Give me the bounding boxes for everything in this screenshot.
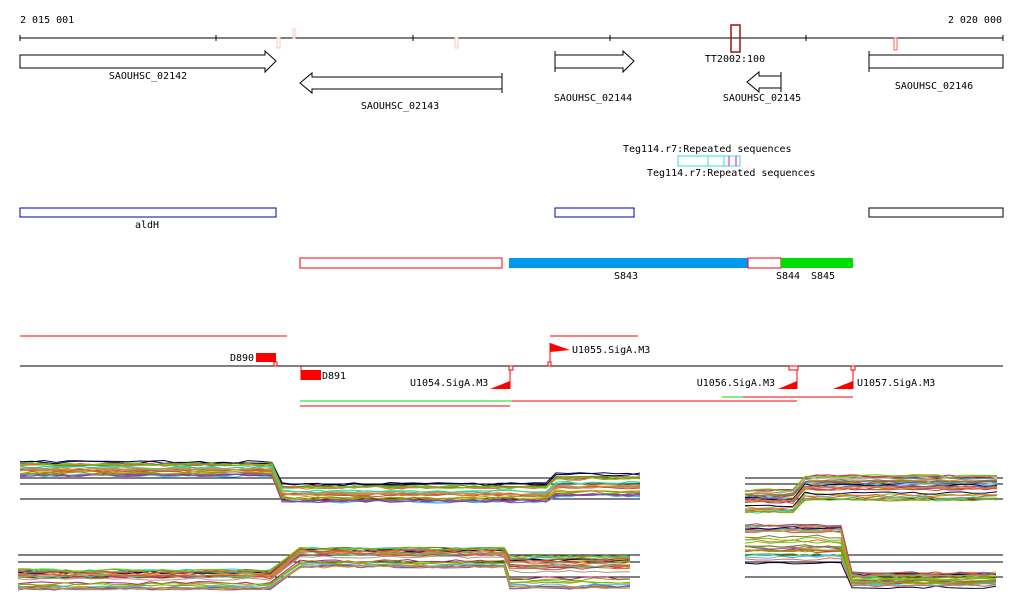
expression-profile-line bbox=[19, 470, 641, 501]
gene-track bbox=[19, 49, 1004, 95]
expression-profile-line bbox=[19, 467, 641, 497]
expression-profile-line bbox=[744, 540, 997, 582]
gene-label: SAOUHSC_02145 bbox=[723, 93, 801, 104]
expression-profiles bbox=[17, 459, 1003, 591]
expression-profile-line bbox=[19, 459, 641, 486]
expression-profile-line bbox=[744, 544, 997, 583]
expression-profile-line bbox=[17, 547, 631, 574]
operon-track bbox=[19, 207, 1004, 218]
expression-profile-line bbox=[744, 549, 997, 585]
expression-profile-line bbox=[17, 550, 631, 577]
segment-s844[interactable] bbox=[747, 257, 782, 269]
expression-profile-line bbox=[744, 537, 997, 580]
feature-marker[interactable] bbox=[292, 28, 296, 39]
operon-box[interactable] bbox=[554, 207, 635, 218]
expression-profile-line bbox=[744, 493, 998, 510]
gene-arrow-02142[interactable] bbox=[19, 49, 277, 74]
repeat-box[interactable] bbox=[677, 155, 741, 167]
terminator-box[interactable] bbox=[730, 24, 741, 53]
feature-marker[interactable] bbox=[276, 37, 281, 49]
expression-profile-line bbox=[17, 555, 631, 581]
expression-profile-line bbox=[744, 524, 997, 576]
expression-profile-line bbox=[744, 475, 998, 494]
expression-profile-line bbox=[17, 559, 631, 586]
expression-profile-line bbox=[19, 465, 641, 494]
repeat-track: Teg114.r7:Repeated sequences Teg114.r7:R… bbox=[623, 144, 816, 179]
feature-marker[interactable] bbox=[893, 37, 898, 51]
expression-profile-line bbox=[19, 471, 641, 501]
operon-box[interactable] bbox=[19, 207, 277, 218]
gene-label: SAOUHSC_02146 bbox=[895, 81, 973, 92]
expression-profile-line bbox=[17, 559, 631, 586]
promoter-d891[interactable] bbox=[301, 370, 321, 380]
gene-label: SAOUHSC_02143 bbox=[361, 101, 439, 112]
expression-profile-line bbox=[744, 474, 998, 492]
segment-label: S845 bbox=[811, 271, 835, 282]
ruler: 2 015 001 2 020 000 TT2002:100 bbox=[19, 15, 1004, 65]
expression-profile-line bbox=[744, 479, 998, 497]
ruler-start-label: 2 015 001 bbox=[20, 15, 74, 26]
segment-track: S843 S844 S845 bbox=[299, 257, 853, 282]
promoter-u1054[interactable] bbox=[490, 381, 510, 389]
segment-s845[interactable] bbox=[781, 258, 853, 268]
promoter-track: D890 D891 U1054.SigA.M3 U1055.SigA.M3 U1… bbox=[20, 335, 1003, 407]
expression-profile-line bbox=[18, 546, 631, 573]
gene-label: SAOUHSC_02142 bbox=[109, 71, 187, 82]
promoter-label: U1057.SigA.M3 bbox=[857, 378, 935, 389]
gene-label: SAOUHSC_02144 bbox=[554, 93, 632, 104]
promoter-u1056[interactable] bbox=[778, 381, 797, 389]
gene-arrow-02144[interactable] bbox=[554, 49, 635, 74]
repeat-label-overlap: Teg114.r7:Repeated sequences bbox=[623, 144, 792, 155]
gene-arrow-02143[interactable] bbox=[299, 71, 503, 95]
expression-profile-line bbox=[17, 564, 630, 591]
segment-s843[interactable] bbox=[509, 258, 748, 268]
expression-profile-line bbox=[19, 472, 641, 503]
segment-box[interactable] bbox=[299, 257, 503, 269]
segment-label: S844 bbox=[776, 271, 800, 282]
promoter-label: U1055.SigA.M3 bbox=[572, 345, 650, 356]
expression-profile-line bbox=[744, 480, 998, 498]
feature-marker[interactable] bbox=[454, 37, 459, 49]
gene-arrow-02145[interactable] bbox=[746, 70, 782, 94]
repeat-label: Teg114.r7:Repeated sequences bbox=[647, 168, 816, 179]
expression-profile-line bbox=[744, 524, 997, 576]
promoter-label: D891 bbox=[322, 371, 346, 382]
expression-profile-line bbox=[744, 497, 998, 514]
expression-profile-line bbox=[744, 526, 997, 577]
expression-profile-line bbox=[744, 491, 998, 508]
expression-profile-line bbox=[744, 528, 997, 578]
expression-profile-line bbox=[19, 462, 641, 490]
operon-box[interactable] bbox=[868, 207, 1004, 218]
promoter-label: D890 bbox=[230, 353, 254, 364]
expression-profile-line bbox=[744, 528, 997, 578]
promoter-u1055[interactable] bbox=[550, 343, 570, 352]
promoter-label: U1056.SigA.M3 bbox=[697, 378, 775, 389]
promoter-label: U1054.SigA.M3 bbox=[410, 378, 488, 389]
expression-profile-line bbox=[744, 528, 997, 577]
terminator-label: TT2002:100 bbox=[705, 54, 765, 65]
expression-profile-line bbox=[744, 557, 997, 588]
ruler-ticks bbox=[19, 35, 1004, 41]
ruler-end-label: 2 020 000 bbox=[948, 15, 1002, 26]
expression-profile-line bbox=[744, 561, 997, 590]
promoter-u1057[interactable] bbox=[833, 381, 853, 389]
expression-profile-line bbox=[19, 473, 641, 504]
operon-label: aldH bbox=[135, 220, 159, 231]
expression-profile-line bbox=[19, 460, 641, 487]
expression-profile-line bbox=[744, 485, 998, 503]
promoter-d890[interactable] bbox=[256, 353, 276, 362]
segment-label: S843 bbox=[614, 271, 638, 282]
expression-profile-line bbox=[744, 529, 997, 577]
gene-box-02146[interactable] bbox=[868, 54, 1004, 69]
